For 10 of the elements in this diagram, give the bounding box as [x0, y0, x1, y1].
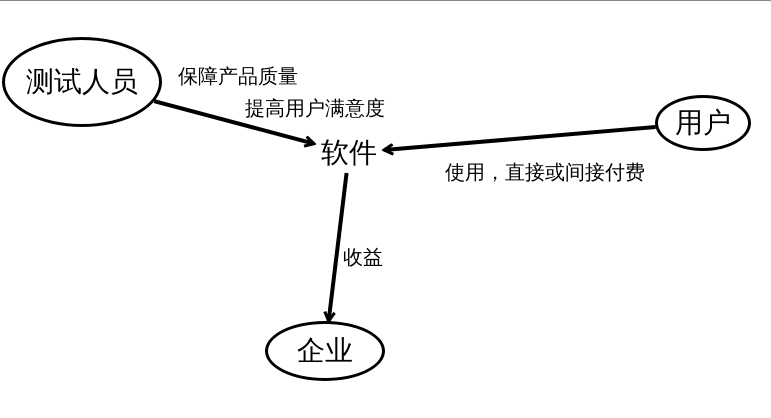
node-label: 软件 [321, 135, 377, 171]
ellipse-node [2, 37, 162, 127]
node-label: 企业 [297, 333, 353, 369]
node-label: 用户 [675, 105, 731, 141]
ellipse-node [655, 95, 751, 151]
arrow [323, 172, 349, 323]
node-label: 测试人员 [26, 64, 138, 100]
arrow [154, 99, 316, 148]
arrow [382, 125, 656, 156]
ellipse-node [265, 321, 385, 381]
